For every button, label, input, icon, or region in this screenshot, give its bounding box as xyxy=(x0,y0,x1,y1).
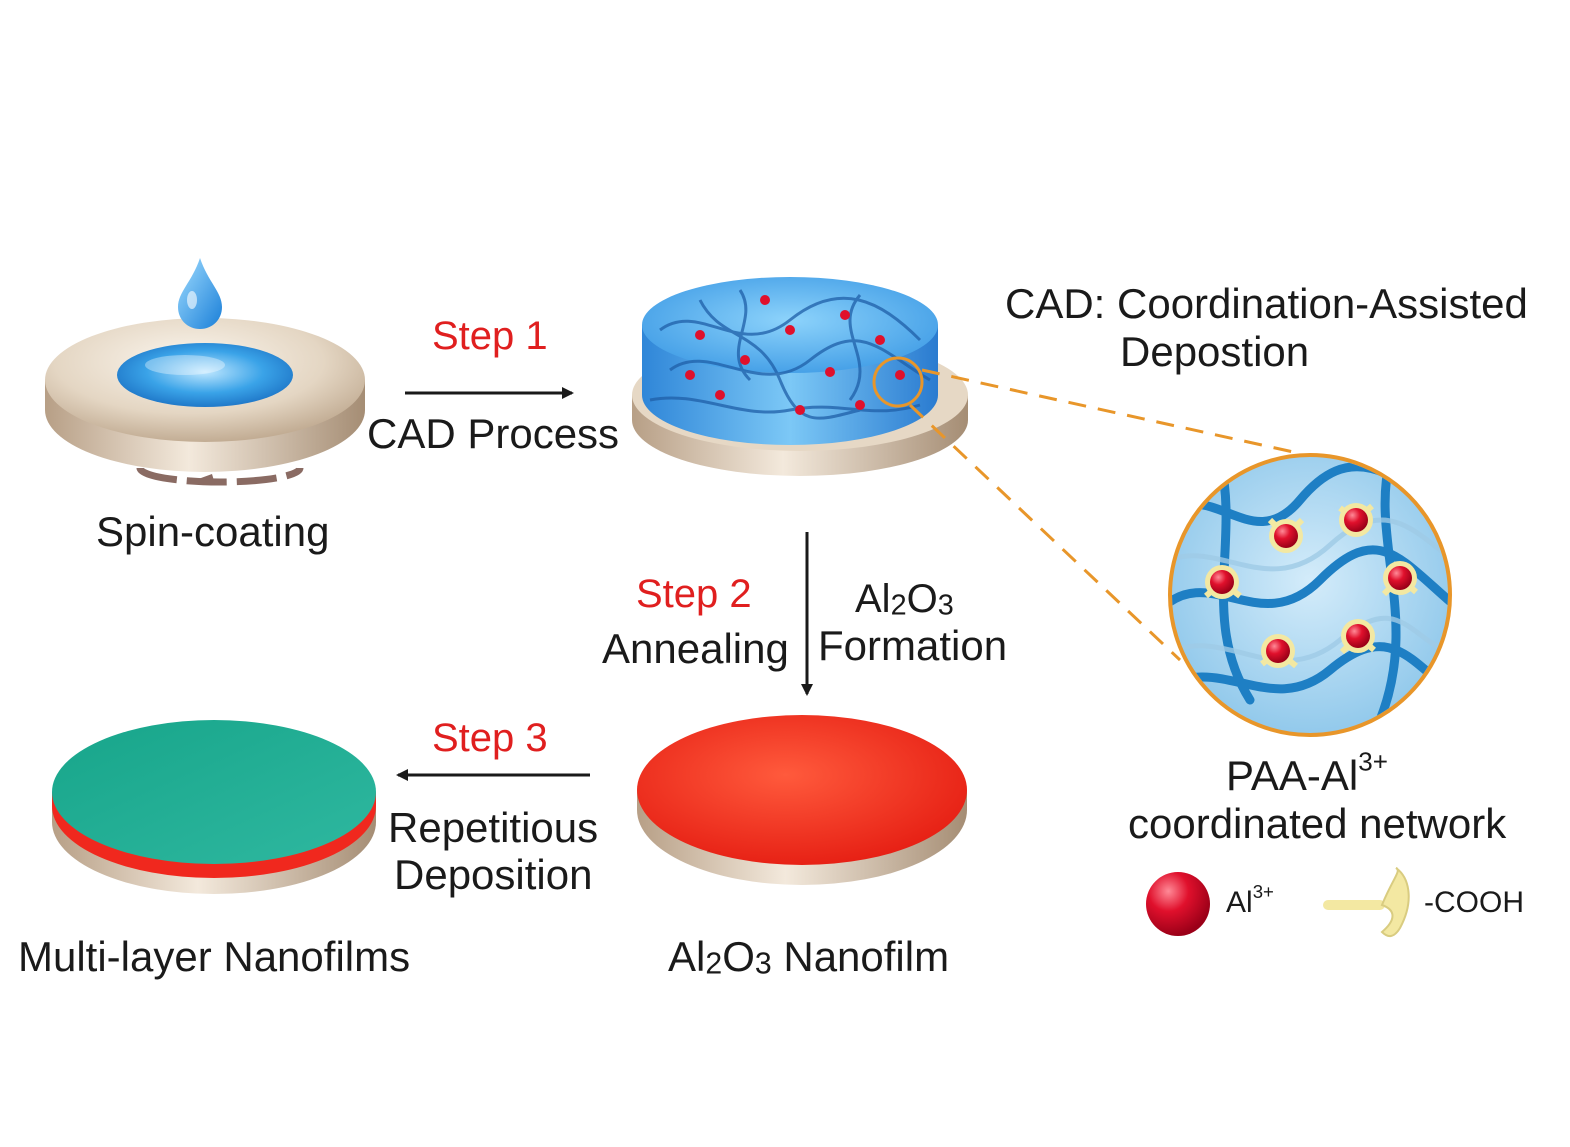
step3-label: Step 3 xyxy=(432,716,548,760)
nanofilm-label: Al2O3 Nanofilm xyxy=(668,933,949,981)
nanofilm-sub-2: 2 xyxy=(705,947,723,981)
step2-formula: Al2O3 xyxy=(855,577,954,622)
cad-definition-line2: Depostion xyxy=(1120,328,1310,375)
multilayer-nanofilm-disc xyxy=(52,720,376,894)
spin-coating-label: Spin-coating xyxy=(96,508,330,555)
al-ion-legend-text: Al xyxy=(1226,886,1253,919)
network-sup: 3+ xyxy=(1358,746,1388,777)
al-ion-legend-sup: 3+ xyxy=(1252,881,1274,903)
al-ion-legend-icon xyxy=(1146,872,1210,936)
nanofilm-sub-3: 3 xyxy=(754,947,772,981)
nanofilm-al: Al xyxy=(668,933,706,980)
nanofilm-o: O xyxy=(722,933,755,980)
cooh-legend-icon xyxy=(1323,867,1410,938)
cad-gel-disc xyxy=(632,277,968,476)
cooh-legend-label: -COOH xyxy=(1424,886,1524,919)
network-prefix: PAA-Al xyxy=(1226,752,1359,799)
cad-definition-line1: CAD: Coordination-Assisted xyxy=(1005,280,1528,327)
spin-coating-disc xyxy=(45,318,365,486)
step2-label: Step 2 xyxy=(636,572,752,616)
step2-caption-right: Formation xyxy=(818,622,1008,669)
water-drop-icon xyxy=(178,258,222,329)
multilayer-label: Multi-layer Nanofilms xyxy=(18,933,411,980)
step1-caption: CAD Process xyxy=(367,410,620,457)
nanofilm-text: Nanofilm xyxy=(771,933,950,980)
formula-o: O xyxy=(906,577,938,621)
step3-caption-line1: Repetitious xyxy=(388,804,599,851)
step3-caption-line2: Deposition xyxy=(394,851,593,898)
zoom-connector xyxy=(908,368,1299,662)
formula-sub-3: 3 xyxy=(937,589,954,622)
network-label-line2: coordinated network xyxy=(1128,800,1507,847)
step2-caption-left: Annealing xyxy=(602,625,789,672)
al2o3-nanofilm-disc xyxy=(637,715,967,885)
al-ion-cluster xyxy=(1204,503,1418,669)
formula-sub-2: 2 xyxy=(890,589,907,622)
al-ion-legend-label: Al3+ xyxy=(1226,882,1274,920)
network-zoom-circle xyxy=(1168,453,1452,737)
step1-label: Step 1 xyxy=(432,314,548,358)
formula-al: Al xyxy=(855,577,891,621)
network-label-line1: PAA-Al3+ xyxy=(1226,748,1388,800)
